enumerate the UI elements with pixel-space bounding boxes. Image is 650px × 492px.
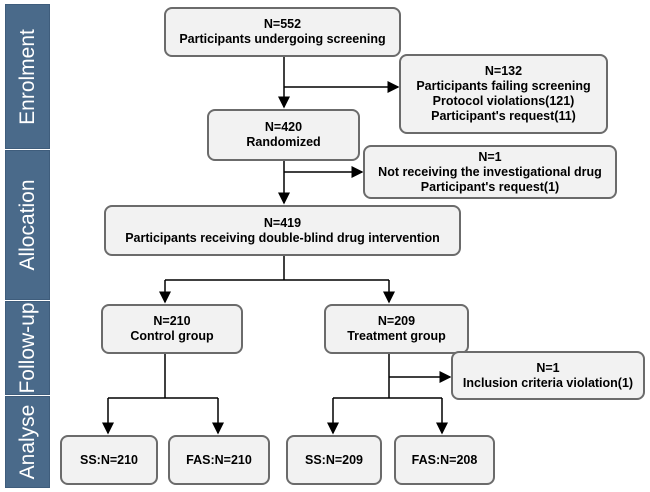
box-control-fas: FAS:N=210 xyxy=(168,435,270,485)
box-count: N=420 xyxy=(264,120,303,134)
box-label: Not receiving the investigational drug xyxy=(378,164,602,179)
box-reason: Participant's request(11) xyxy=(431,109,576,123)
box-count: N=209 xyxy=(377,314,416,328)
box-label: Treatment group xyxy=(347,329,446,343)
box-screening: N=552 Participants undergoing screening xyxy=(164,7,401,57)
box-label: Randomized xyxy=(246,135,321,149)
box-count: N=210 xyxy=(153,314,191,328)
box-excluded-screening: N=132 Participants failing screening Pro… xyxy=(399,54,608,134)
box-excluded-allocation: N=1 Not receiving the investigational dr… xyxy=(363,145,617,199)
box-count: N=1 xyxy=(536,360,560,375)
box-label: SS:N=209 xyxy=(304,452,364,467)
phase-follow-up: Follow-up xyxy=(5,301,50,395)
box-treatment-group: N=209 Treatment group xyxy=(324,304,469,354)
box-randomized: N=420 Randomized xyxy=(207,109,360,161)
box-count: N=132 xyxy=(484,64,523,78)
box-label: FAS:N=210 xyxy=(186,452,252,467)
box-reason: Participant's request(1) xyxy=(420,179,560,194)
phase-enrolment: Enrolment xyxy=(5,4,50,149)
box-label: Participants failing screening xyxy=(416,79,591,93)
box-label: FAS:N=208 xyxy=(411,452,478,467)
phase-analyse: Analyse xyxy=(5,396,50,488)
box-intervention: N=419 Participants receiving double-blin… xyxy=(104,205,461,256)
box-count: N=419 xyxy=(263,215,302,230)
box-reason: Protocol violations(121) xyxy=(432,94,575,108)
box-label: SS:N=210 xyxy=(79,452,139,467)
box-excluded-treatment: N=1 Inclusion criteria violation(1) xyxy=(451,351,645,400)
box-treatment-fas: FAS:N=208 xyxy=(394,435,495,485)
box-label: Inclusion criteria violation(1) xyxy=(462,375,634,390)
box-label: Participants receiving double-blind drug… xyxy=(125,230,440,245)
box-label: Control group xyxy=(130,329,214,343)
box-treatment-ss: SS:N=209 xyxy=(286,435,382,485)
box-control-group: N=210 Control group xyxy=(101,304,243,354)
box-label: Participants undergoing screening xyxy=(179,32,386,46)
box-count: N=1 xyxy=(478,149,502,164)
phase-allocation: Allocation xyxy=(5,150,50,300)
box-count: N=552 xyxy=(263,17,302,31)
box-control-ss: SS:N=210 xyxy=(60,435,158,485)
